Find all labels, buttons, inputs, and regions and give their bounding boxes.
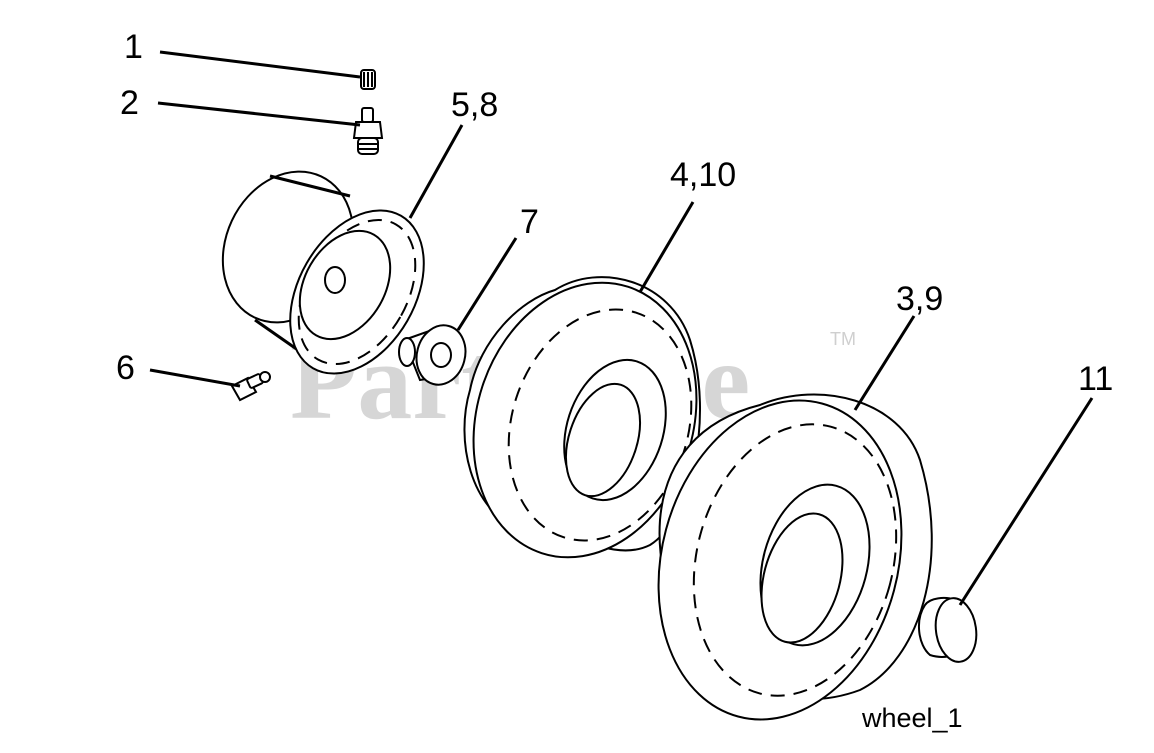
grease-fitting-icon[interactable]	[230, 371, 271, 402]
callout-3-9: 3,9	[896, 280, 943, 318]
leader-6	[149, 368, 241, 388]
callouts: 1 2 5,8 4,10 7 3,9 11 6	[116, 28, 1113, 398]
hub-cap-icon[interactable]	[918, 596, 980, 665]
leader-1	[159, 50, 361, 79]
watermark-trademark: TM	[830, 329, 856, 349]
valve-stem-icon[interactable]	[352, 107, 384, 155]
rim-icon[interactable]	[199, 150, 451, 397]
callout-11: 11	[1078, 360, 1113, 398]
leader-7	[456, 237, 518, 331]
callout-6: 6	[116, 349, 135, 387]
callout-4-10: 4,10	[670, 156, 736, 194]
callout-5-8: 5,8	[451, 86, 498, 124]
leader-2	[157, 101, 361, 127]
leader-3-9	[853, 315, 916, 411]
leader-lines	[149, 50, 1094, 606]
leader-11	[958, 397, 1094, 606]
callout-7: 7	[520, 203, 539, 241]
callout-2: 2	[120, 84, 139, 122]
leader-4-10	[638, 201, 695, 293]
callout-1: 1	[124, 28, 143, 66]
front-tire-icon[interactable]	[439, 253, 731, 586]
rear-tire-icon[interactable]	[624, 373, 936, 747]
diagram-caption: wheel_1	[861, 703, 963, 733]
bushing-icon[interactable]	[398, 320, 472, 390]
valve-cap-icon[interactable]	[360, 69, 376, 90]
leader-5-8	[408, 124, 464, 219]
